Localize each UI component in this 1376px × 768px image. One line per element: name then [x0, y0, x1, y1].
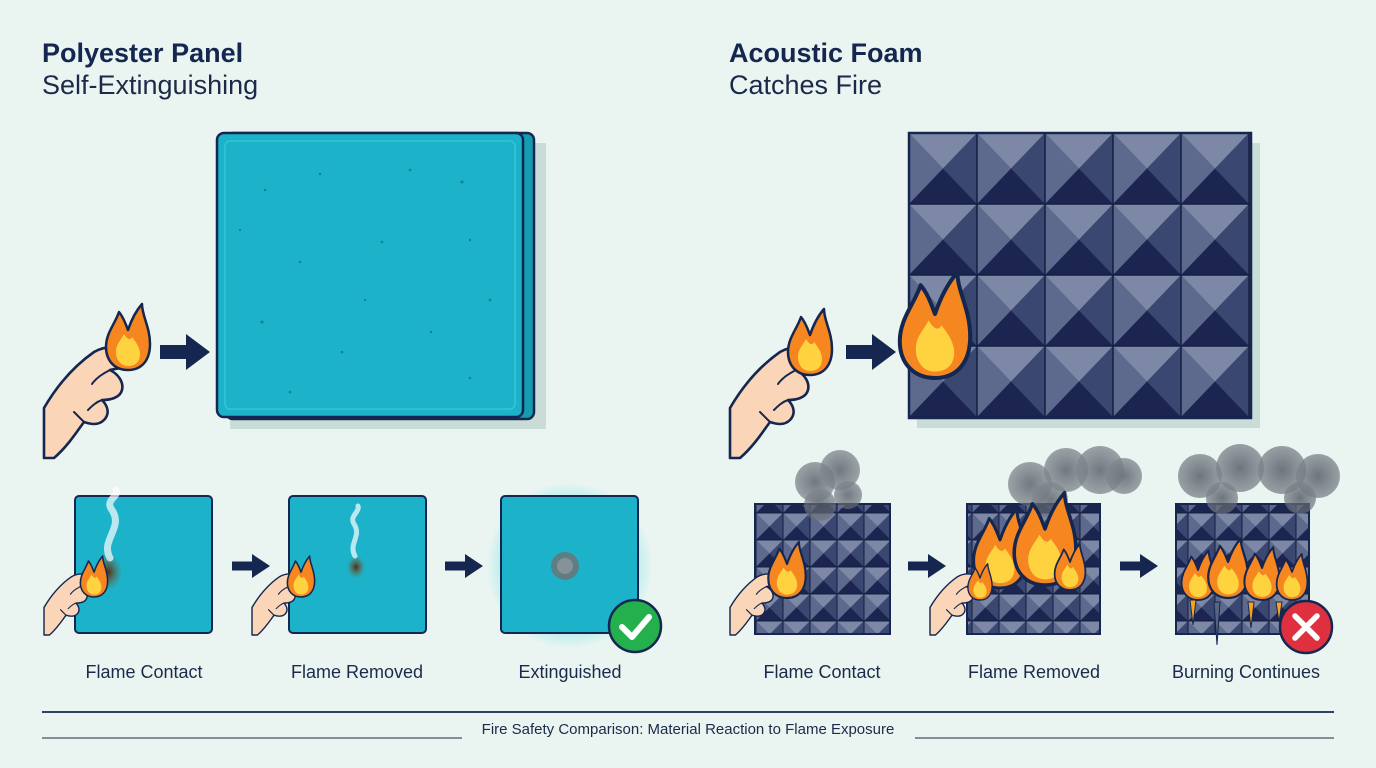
polyester-step-arrow-1-icon [232, 554, 270, 578]
polyester-step-3-label: Extinguished [518, 662, 622, 682]
footer-caption: Fire Safety Comparison: Material Reactio… [0, 720, 1376, 740]
polyester-subtitle: Self-Extinguishing [42, 70, 259, 100]
polyester-step-1-illustration [43, 486, 213, 636]
polyester-title: Polyester Panel [42, 38, 244, 68]
polyester-panel-illustration [215, 131, 546, 429]
polyester-step-2-label: Flame Removed [290, 662, 424, 682]
foam-subtitle: Catches Fire [729, 70, 883, 100]
foam-step-arrow-1-icon [908, 554, 946, 578]
foam-flame-icon [786, 307, 834, 377]
footer-caption-text: Fire Safety Comparison: Material Reactio… [467, 721, 909, 738]
check-icon [607, 598, 663, 654]
cross-icon [1278, 599, 1334, 655]
foam-panel-illustration [907, 131, 1260, 428]
polyester-step-2-illustration [251, 495, 427, 636]
foam-step-2-label: Flame Removed [967, 662, 1101, 682]
foam-step-2-illustration [929, 446, 1142, 636]
foam-title: Acoustic Foam [729, 38, 923, 68]
foam-step-arrow-2-icon [1120, 554, 1158, 578]
polyester-step-1-label: Flame Contact [85, 662, 203, 682]
foam-step-3-illustration [1175, 444, 1340, 646]
foam-step-1-illustration [729, 450, 891, 636]
polyester-step-arrow-2-icon [445, 554, 483, 578]
foam-arrow-icon [846, 334, 896, 370]
polyester-flame-icon [104, 302, 152, 372]
polyester-step-3-illustration [486, 482, 653, 649]
foam-step-3-label: Burning Continues [1171, 662, 1321, 682]
foam-step-1-label: Flame Contact [763, 662, 881, 682]
polyester-arrow-icon [160, 334, 210, 370]
